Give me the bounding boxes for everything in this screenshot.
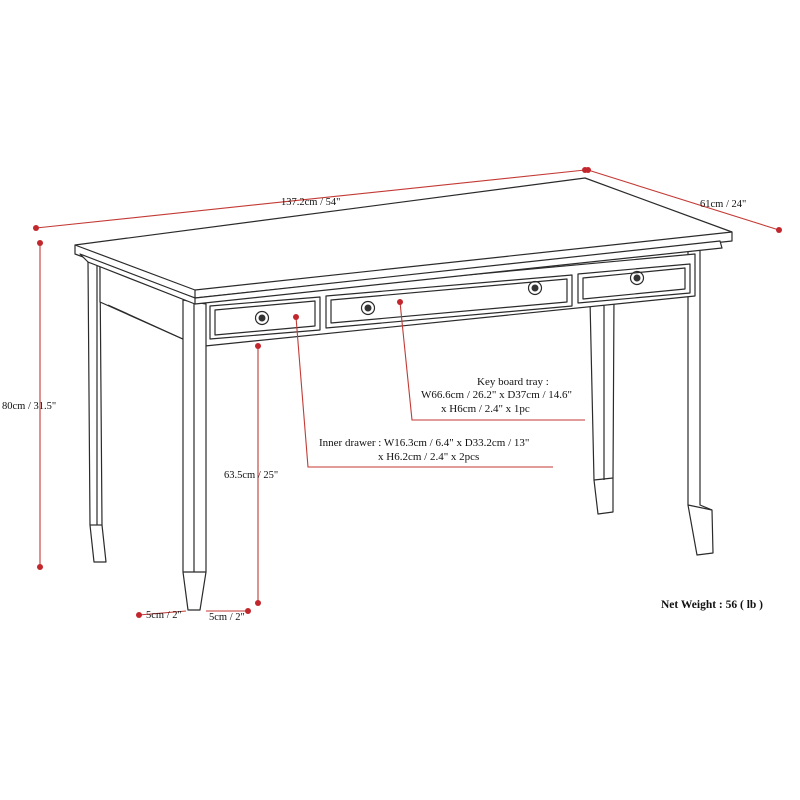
leg-front-label: 5cm / 2" (209, 612, 245, 623)
left-drawer (209, 296, 321, 340)
inner-drawer-line2: x H6.2cm / 2.4" x 2pcs (378, 451, 479, 463)
keyboard-tray-front (325, 274, 573, 329)
keyboard-tray-note: Key board tray : W66.6cm / 26.2" x D37cm… (421, 376, 572, 415)
right-drawer (577, 263, 691, 304)
back-right-leg (687, 247, 714, 556)
net-weight-label: Net Weight : 56 ( lb ) (661, 599, 763, 611)
front-left-leg (182, 299, 207, 611)
clearance-label: 63.5cm / 25" (224, 470, 278, 481)
inner-drawer-line1: Inner drawer : W16.3cm / 6.4" x D33.2cm … (319, 437, 529, 449)
depth-label: 61cm / 24" (700, 199, 746, 210)
back-left-leg (87, 261, 107, 563)
keyboard-tray-line1: Key board tray : (477, 376, 549, 388)
dimension-lines (33, 167, 782, 618)
leg-side-label: 5cm / 2" (146, 610, 182, 621)
table-top (74, 177, 733, 305)
keyboard-tray-line3: x H6cm / 2.4" x 1pc (441, 403, 530, 415)
height-label: 80cm / 31.5" (2, 401, 56, 412)
inner-drawer-note: Inner drawer : W16.3cm / 6.4" x D33.2cm … (319, 437, 529, 463)
keyboard-tray-line2: W66.6cm / 26.2" x D37cm / 14.6" (421, 389, 572, 401)
width-label: 137.2cm / 54" (281, 197, 340, 208)
desk-drawing (74, 177, 733, 611)
front-right-leg (589, 295, 615, 515)
